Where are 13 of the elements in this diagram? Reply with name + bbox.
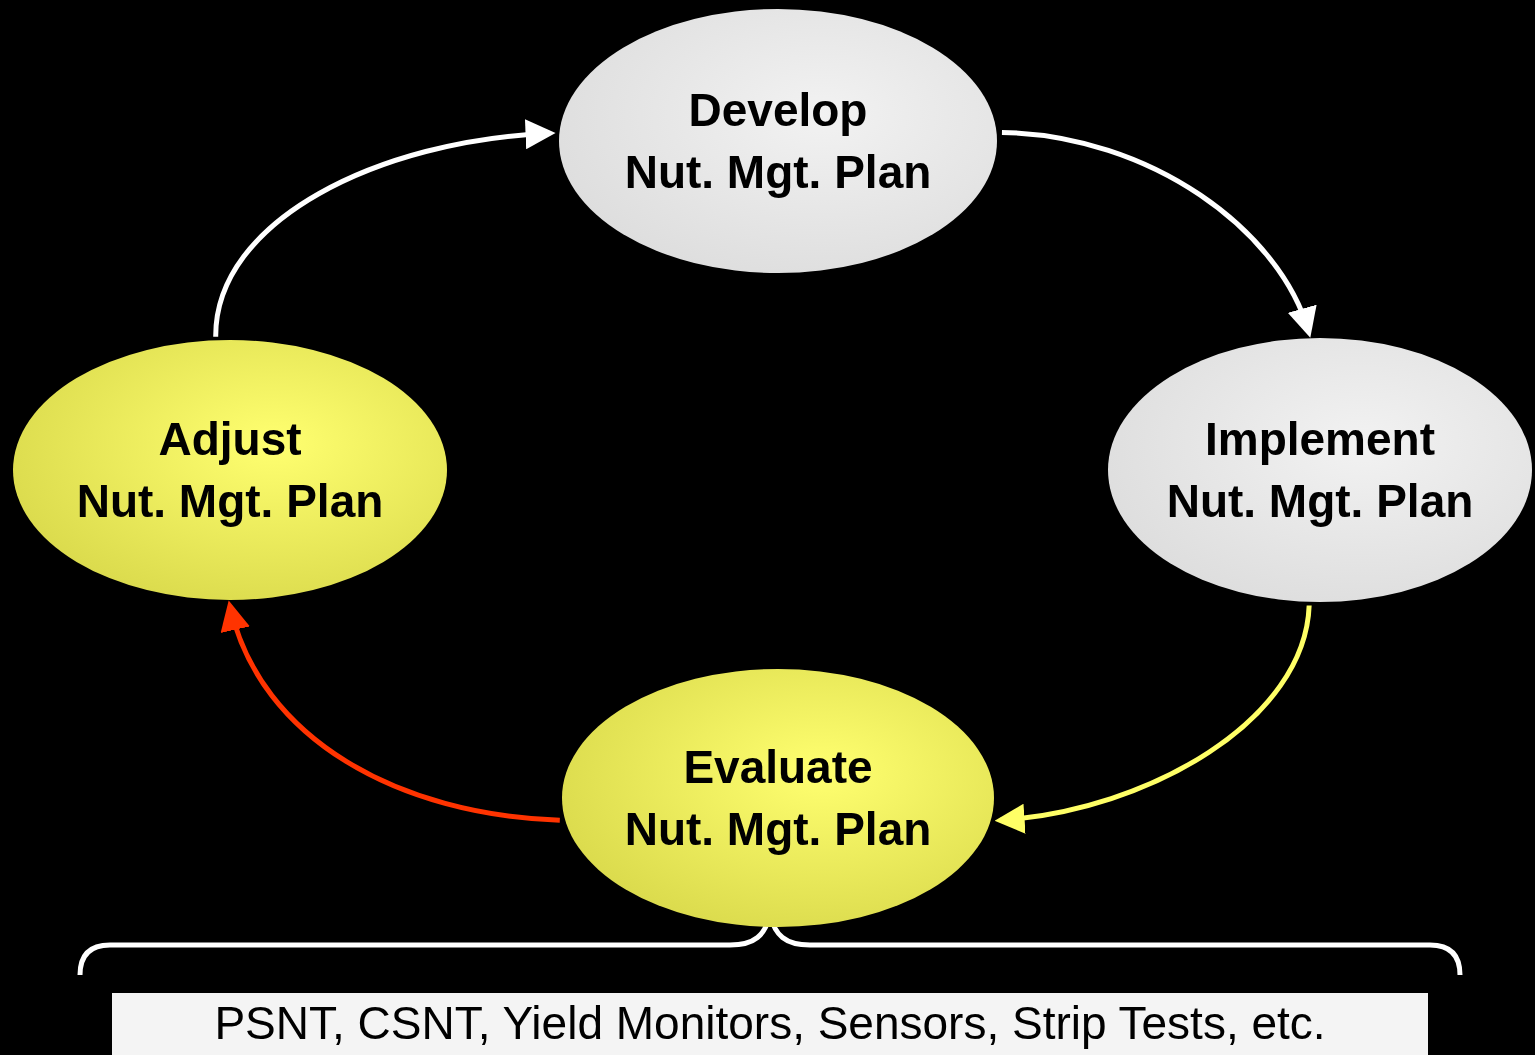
step-title: Implement xyxy=(1204,412,1435,467)
arrow xyxy=(994,605,1312,833)
step-subtitle: Nut. Mgt. Plan xyxy=(1166,474,1474,529)
step-subtitle: Nut. Mgt. Plan xyxy=(624,145,932,200)
arrow xyxy=(213,120,556,337)
note-box: PSNT, CSNT, Yield Monitors, Sensors, Strip Tests, etc. xyxy=(112,993,1428,1055)
step-title: Develop xyxy=(688,83,868,138)
step-title: Evaluate xyxy=(683,740,873,795)
step-subtitle: Nut. Mgt. Plan xyxy=(76,474,384,529)
arrow xyxy=(222,600,560,823)
arrow xyxy=(1001,129,1315,338)
step-title: Adjust xyxy=(158,412,302,467)
step-subtitle: Nut. Mgt. Plan xyxy=(624,802,932,857)
